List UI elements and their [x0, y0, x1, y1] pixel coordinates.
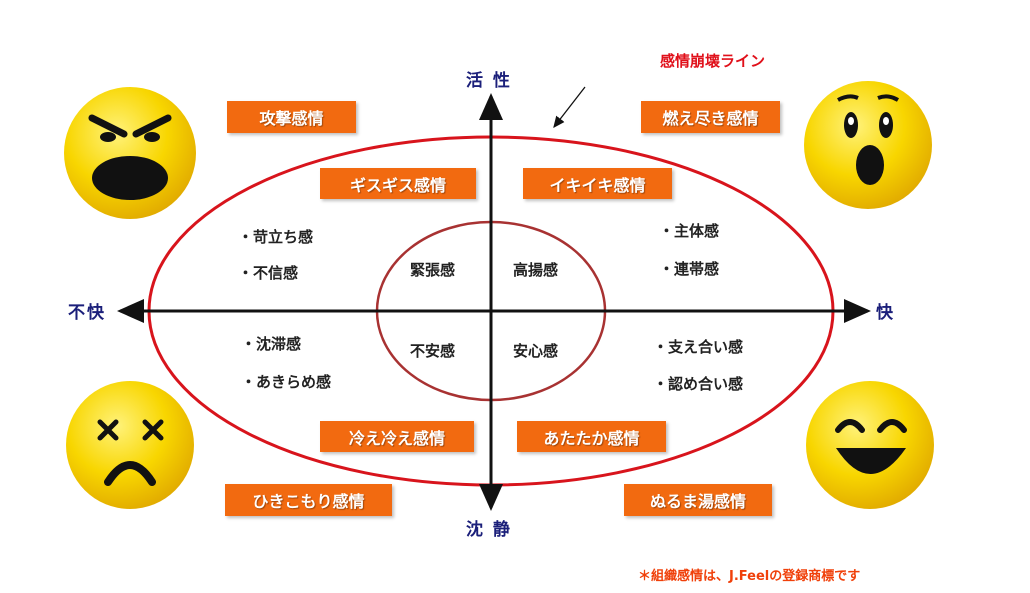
center-label-anxiety: 不安感: [410, 342, 456, 360]
label-warm-emotion: あたたか感情: [517, 421, 666, 452]
shocked-face-icon: [804, 81, 932, 209]
list-item: ・不信感: [238, 264, 299, 282]
label-burnout-emotion: 燃え尽き感情: [641, 101, 780, 133]
axis-label-pleasant: 快: [876, 303, 895, 323]
pointer-arrow: [553, 86, 586, 129]
label-withdrawn-emotion: ひきこもり感情: [225, 484, 392, 516]
center-label-elation: 高揚感: [513, 261, 559, 279]
angry-face-icon: [64, 87, 196, 219]
list-item: ・主体感: [659, 222, 720, 240]
center-label-tension: 緊張感: [410, 261, 456, 279]
trademark-note: ＊組織感情は、J.Feelの登録商標です: [638, 569, 861, 584]
list-item: ・認め合い感: [653, 375, 744, 393]
label-complacent-emotion: ぬるま湯感情: [624, 484, 772, 516]
list-item: ・沈滞感: [241, 335, 302, 353]
label-cold-emotion: 冷え冷え感情: [320, 421, 474, 452]
axis-label-calm: 沈 静: [466, 520, 512, 540]
list-item: ・支え合い感: [653, 338, 744, 356]
label-aggressive-emotion: 攻撃感情: [227, 101, 356, 133]
label-tense-emotion: ギスギス感情: [320, 168, 476, 199]
axis-label-unpleasant: 不快: [68, 303, 106, 323]
emotion-collapse-line-label: 感情崩壊ライン: [660, 52, 766, 70]
center-label-relief: 安心感: [513, 342, 559, 360]
list-item: ・苛立ち感: [238, 228, 314, 246]
list-item: ・連帯感: [659, 260, 720, 278]
label-lively-emotion: イキイキ感情: [523, 168, 672, 199]
dizzy-face-icon: [66, 381, 194, 509]
list-item: ・あきらめ感: [241, 373, 332, 391]
laughing-face-icon: [806, 381, 934, 509]
axis-label-active: 活 性: [466, 71, 512, 91]
